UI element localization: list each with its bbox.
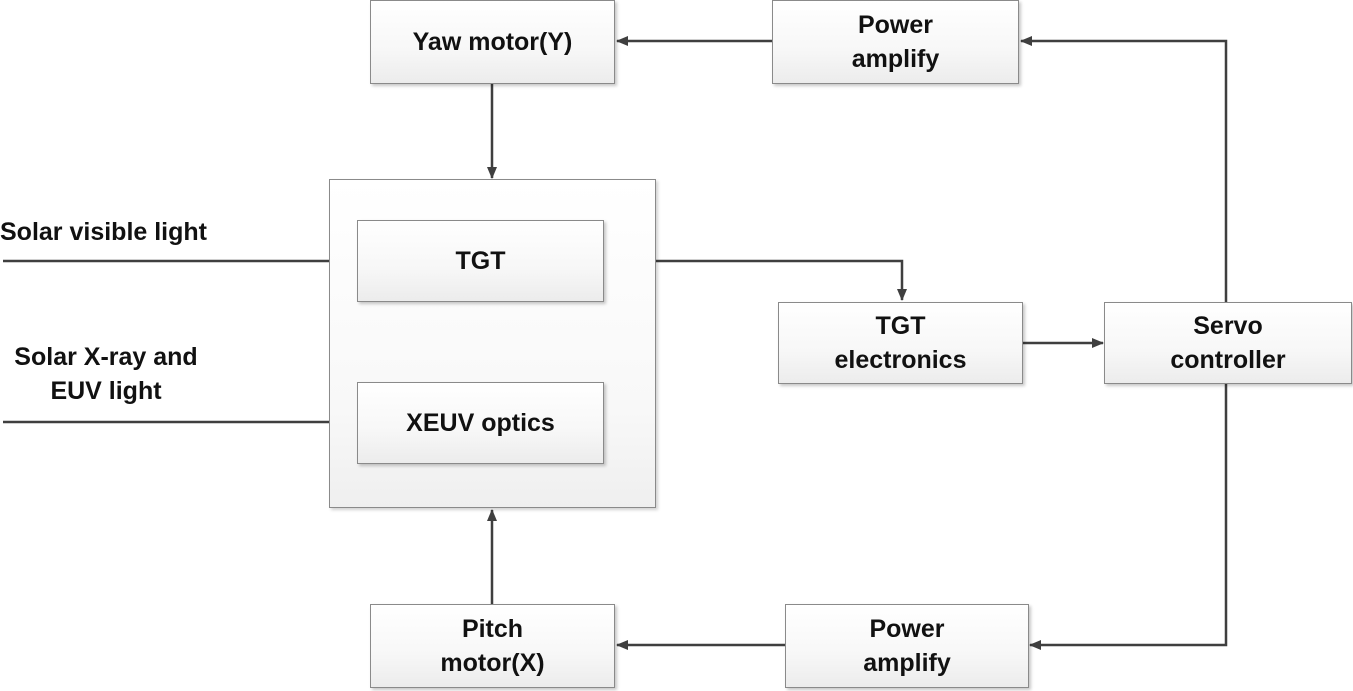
solar-xray-euv-line-1: Solar X-ray and xyxy=(14,343,198,371)
power-amplify-top-block: Power amplify xyxy=(772,0,1019,84)
pitch-motor-block: Pitch motor(X) xyxy=(370,604,615,688)
wire-servo-to-power-amplify-top xyxy=(1020,36,1228,302)
power-amplify-bottom-line-1: Power xyxy=(869,615,945,643)
power-amplify-bottom-block: Power amplify xyxy=(785,604,1029,688)
servo-controller-line-2: controller xyxy=(1170,346,1286,374)
power-amplify-top-line-2: amplify xyxy=(851,45,940,73)
solar-visible-light-text: Solar visible light xyxy=(0,218,207,246)
wire-tgt-to-tgt-electronics xyxy=(604,259,907,301)
yaw-motor-label: Yaw motor(Y) xyxy=(412,28,573,56)
pitch-motor-line-2: motor(X) xyxy=(440,649,545,677)
tgt-label: TGT xyxy=(455,247,506,275)
tgt-electronics-block: TGT electronics xyxy=(778,302,1023,384)
solar-xray-euv-line-2: EUV light xyxy=(50,377,162,405)
wire-servo-to-power-amplify-bottom xyxy=(1029,384,1228,650)
servo-controller-block: Servo controller xyxy=(1104,302,1352,384)
tgt-electronics-line-1: TGT xyxy=(875,312,926,340)
tgt-electronics-line-2: electronics xyxy=(834,346,967,374)
tgt-block: TGT xyxy=(357,220,604,302)
solar-xray-euv-label: Solar X-ray and EUV light xyxy=(0,340,212,408)
yaw-motor-block: Yaw motor(Y) xyxy=(370,0,615,84)
xeuv-optics-block: XEUV optics xyxy=(357,382,604,464)
power-amplify-bottom-line-2: amplify xyxy=(863,649,951,677)
xeuv-optics-label: XEUV optics xyxy=(406,409,555,437)
servo-controller-line-1: Servo xyxy=(1193,312,1263,340)
solar-visible-light-label: Solar visible light xyxy=(0,215,207,249)
pitch-motor-line-1: Pitch xyxy=(461,615,524,643)
power-amplify-top-line-1: Power xyxy=(857,11,934,39)
